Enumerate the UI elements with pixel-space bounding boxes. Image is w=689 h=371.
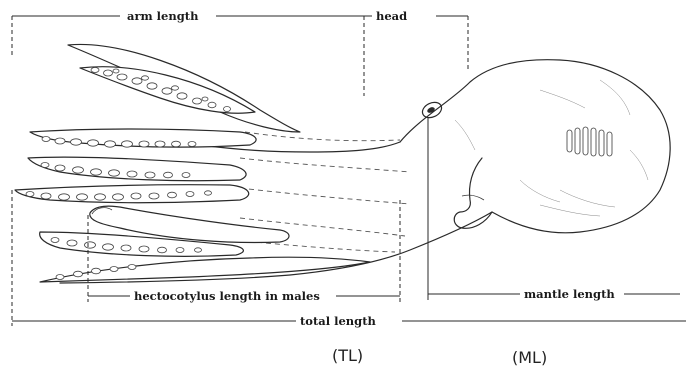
mantle-length-label: mantle length: [524, 287, 615, 301]
total-length-label: total length: [300, 314, 377, 328]
arm-length-label: arm length: [127, 9, 199, 23]
eye: [420, 99, 444, 120]
arm-8: [40, 257, 370, 282]
siphon: [454, 158, 492, 228]
mantle-texture: [455, 80, 648, 216]
siphon-detail: [462, 195, 484, 200]
hectocotylus-length-label: hectocotylus length in males: [134, 289, 320, 303]
mantle-stripes: [567, 127, 612, 156]
tl-abbreviation: (TL): [332, 346, 363, 365]
arms: [15, 44, 370, 282]
ml-abbreviation: (ML): [512, 348, 547, 367]
mantle-outline: [400, 60, 670, 233]
head-label: head: [376, 9, 407, 23]
